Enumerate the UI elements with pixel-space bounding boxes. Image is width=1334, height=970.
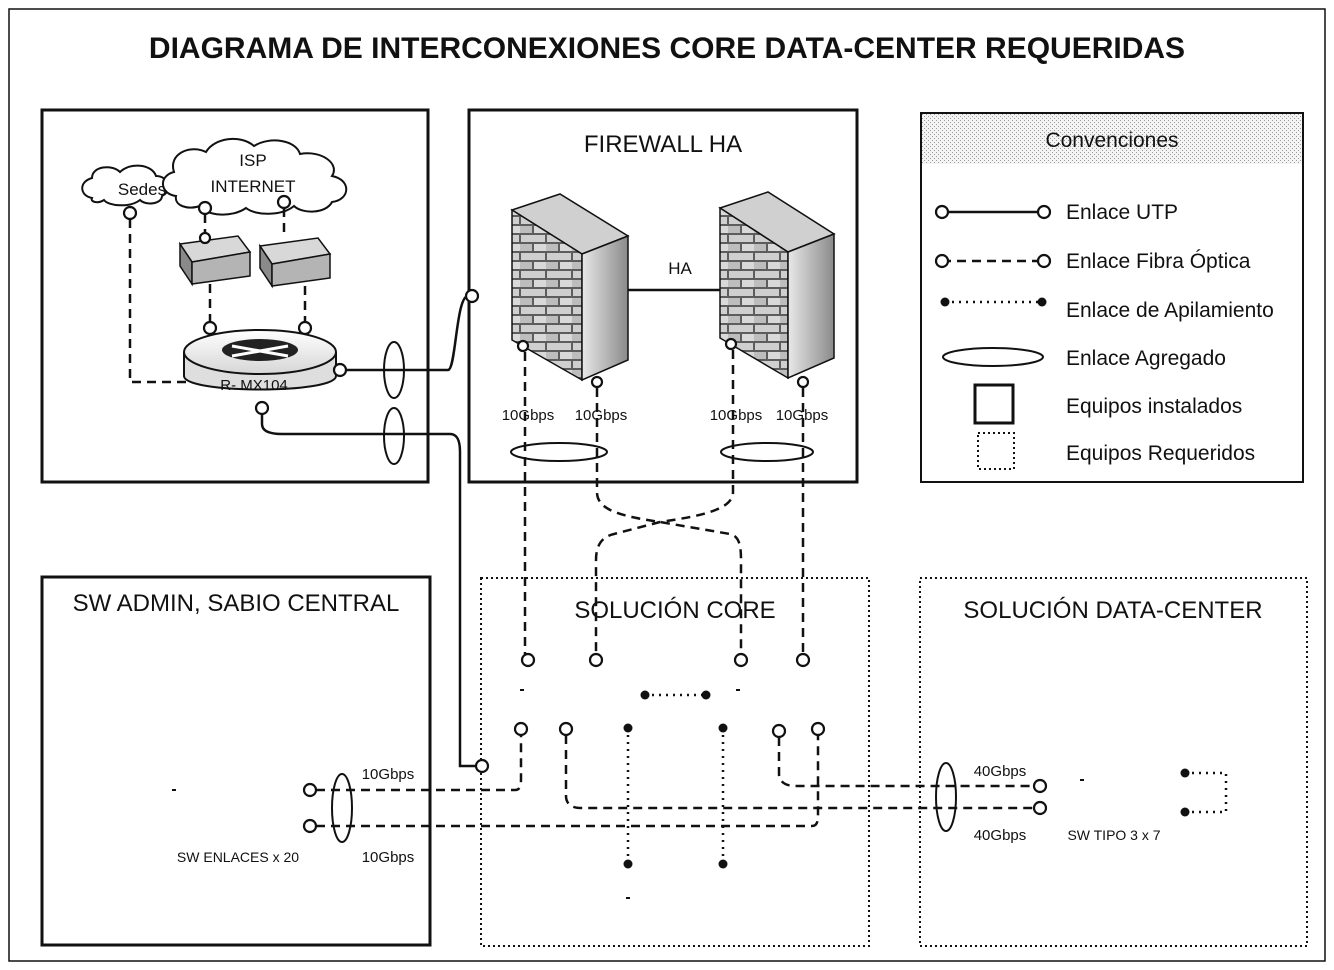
sw-tipo-port — [1032, 800, 1048, 816]
core-stack-dot — [718, 859, 728, 869]
sw-enlaces-speed: 10Gbps — [362, 766, 415, 783]
firewall-box-title: FIREWALL HA — [584, 131, 742, 158]
fw-link-speed: 10Gbps — [710, 407, 763, 424]
core-stack-dot — [623, 723, 633, 733]
sw-admin-box-title: SW ADMIN, SABIO CENTRAL — [73, 590, 400, 617]
sw-enlaces-label: SW ENLACES x 20 — [177, 849, 299, 865]
isp-router-box — [40, 108, 430, 484]
core-port — [771, 723, 787, 739]
legend-port — [934, 253, 950, 269]
sw-tipo-stack-dot — [1180, 807, 1190, 817]
legend-item-required: Equipos Requeridos — [1066, 442, 1255, 465]
core-dc-fiber — [777, 737, 1034, 788]
sedes-label: Sedes — [118, 180, 166, 199]
fw-link-speed: 10Gbps — [776, 407, 829, 424]
legend-frame — [920, 112, 1304, 483]
router-port — [297, 320, 313, 336]
datacenter-box-title: SOLUCIÓN DATA-CENTER — [963, 597, 1262, 624]
legend-item-aggregate: Enlace Agregado — [1066, 347, 1226, 370]
legend-port — [1036, 204, 1052, 220]
legend-installed-swatch — [973, 383, 1015, 425]
firewall-2 — [718, 191, 836, 389]
diagram-title: DIAGRAMA DE INTERCONEXIONES CORE DATA-CE… — [149, 32, 1185, 65]
core-dc-fiber — [564, 735, 1034, 810]
legend-item-fiber: Enlace Fibra Óptica — [1066, 250, 1251, 273]
sw-tipo-port — [1032, 778, 1048, 794]
core-port — [558, 721, 574, 737]
aggregate-ellipse — [720, 442, 814, 462]
router-swenlaces-utp — [260, 414, 476, 768]
fw-core-fiber — [594, 350, 735, 654]
router-port — [332, 362, 348, 378]
core-box-title: SOLUCIÓN CORE — [574, 597, 775, 624]
legend-title: Convenciones — [1045, 129, 1178, 152]
router-port — [254, 400, 270, 416]
router-label: R- MX104 — [220, 377, 288, 394]
legend-item-utp: Enlace UTP — [1066, 201, 1178, 224]
isp-port — [276, 194, 292, 210]
aggregate-ellipse — [510, 442, 608, 462]
fw-link-speed: 10Gbps — [502, 407, 555, 424]
fw-core-fiber — [595, 388, 743, 654]
sw-admin-box — [40, 575, 432, 947]
router: R- MX104 — [183, 329, 337, 394]
legend-item-stack: Enlace de Apilamiento — [1066, 299, 1274, 322]
cpe-port — [198, 231, 212, 245]
sedes-fiber-link — [128, 219, 208, 384]
core-port — [513, 721, 529, 737]
legend-item-installed: Equipos instalados — [1066, 395, 1242, 418]
sw-tipo-stack-dot — [1180, 768, 1190, 778]
core-port — [795, 652, 811, 668]
sw-tipo-label: SW TIPO 3 x 7 — [1067, 827, 1160, 843]
aggregate-ellipse — [383, 407, 405, 465]
core-stack-dot — [623, 859, 633, 869]
firewall-1 — [510, 193, 630, 389]
core-stack-dot — [640, 690, 650, 700]
legend-header — [922, 114, 1302, 164]
firewall-port — [464, 288, 480, 304]
clouds: Sedes ISP INTERNET — [81, 137, 348, 216]
aggregate-ellipse — [383, 341, 405, 399]
legend-port — [1036, 253, 1052, 269]
aggregate-ellipse — [935, 762, 957, 832]
legend-port — [934, 204, 950, 220]
core-box — [480, 577, 870, 947]
router-firewall-utp — [346, 294, 469, 372]
aggregate-ellipse — [331, 773, 353, 843]
cpe-device-2 — [258, 237, 332, 289]
datacenter-box — [919, 577, 1308, 947]
core-uplink-port — [474, 758, 490, 774]
sw-tipo-stack-link — [1185, 771, 1228, 814]
legend: Convenciones Enlace UTP Enlace Fibra Ópt… — [920, 112, 1304, 483]
core-port — [733, 652, 749, 668]
ha-label: HA — [668, 259, 692, 278]
sw-enlaces-port — [302, 782, 318, 798]
isp-label: ISP — [239, 151, 266, 170]
legend-required-swatch — [977, 432, 1015, 470]
sw-core-fiber — [316, 735, 523, 792]
core-stack-dot — [718, 723, 728, 733]
core-port — [588, 652, 604, 668]
sw-core-fiber — [316, 735, 820, 828]
sw-tipo-speed: 40Gbps — [974, 763, 1027, 780]
sw-tipo-speed: 40Gbps — [974, 827, 1027, 844]
sedes-port — [122, 205, 138, 221]
sw-enlaces-speed: 10Gbps — [362, 849, 415, 866]
router-port — [202, 320, 218, 336]
core-stack-dot — [701, 690, 711, 700]
core-port — [810, 721, 826, 737]
core-port — [520, 652, 536, 668]
legend-stack-dot — [1037, 297, 1047, 307]
legend-aggregate-ellipse — [942, 347, 1044, 367]
internet-label: INTERNET — [211, 177, 296, 196]
outer-frame — [8, 8, 1326, 962]
sw-enlaces-port — [302, 818, 318, 834]
cpe-device-1 — [178, 231, 252, 287]
isp-cloud — [162, 137, 348, 216]
fw-link-speed: 10Gbps — [575, 407, 628, 424]
isp-port — [197, 200, 213, 216]
legend-stack-dot — [940, 297, 950, 307]
